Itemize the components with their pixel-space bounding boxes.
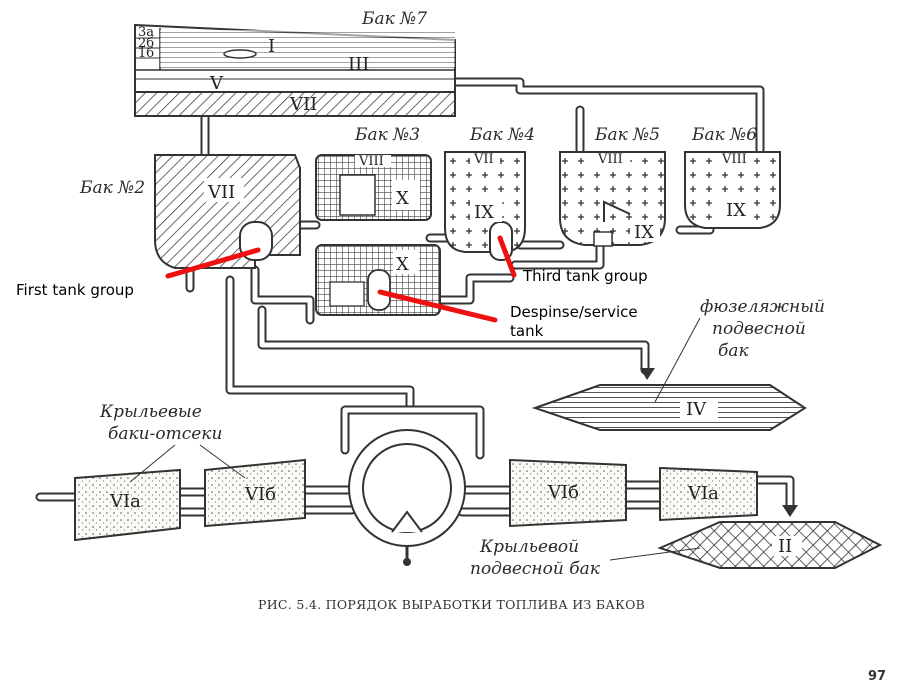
fuselage-tank-label-line3: бак	[718, 341, 750, 361]
fuselage-drop-tank: IV фюзеляжный подвесной бак	[531, 297, 825, 431]
service-tank-marker	[377, 289, 498, 323]
tank-4-label: Бак №4	[469, 125, 535, 145]
fuselage-tank-label-line2: подвесной	[712, 319, 806, 339]
section-1b: 1б	[138, 46, 154, 61]
tank-7: Бак №7 3а 2б 1б I III V VII	[134, 9, 456, 117]
wing-left-zone-VIb: VIб	[244, 484, 276, 505]
tank-7-zone-I: I	[268, 36, 275, 57]
wing-compartments: VIа VIб VIб VIа Крыльевые баки-отсеки	[74, 402, 758, 542]
service-tank-label-line2: tank	[510, 322, 544, 340]
wing-right-zone-VIa: VIа	[687, 483, 719, 504]
fuselage-tank-zone-IV: IV	[686, 399, 707, 420]
wing-drop-tank-zone-II: II	[778, 536, 792, 557]
tank-5: Бак №5 VIII IX	[559, 125, 666, 247]
annotations: First tank group Third tank group Despin…	[16, 235, 648, 340]
tank-4: Бак №4 VII IX	[444, 125, 535, 261]
tank-6-zone-VIII: VIII	[721, 152, 747, 167]
first-group-marker	[165, 247, 261, 279]
tank-5-label: Бак №5	[594, 125, 660, 145]
tank-5-zone-IX: IX	[634, 222, 654, 243]
figure-caption: РИС. 5.4. ПОРЯДОК ВЫРАБОТКИ ТОПЛИВА ИЗ Б…	[258, 597, 645, 612]
tank-7-zone-III: III	[348, 54, 369, 75]
third-group-marker	[497, 235, 517, 278]
tank-5-zone-VIII: VIII	[597, 152, 623, 167]
section-3a: 3а	[138, 25, 154, 40]
wing-drop-tank-label-line1: Крыльевой	[479, 537, 579, 557]
service-tank-label-line1: Despinse/service	[510, 303, 638, 321]
fuselage-tank-label-line1: фюзеляжный	[700, 297, 825, 317]
wing-left-zone-VIa: VIа	[109, 491, 141, 512]
pipe-network	[35, 77, 795, 517]
third-group-label: Third tank group	[522, 267, 648, 285]
tank-7-zone-V: V	[209, 73, 224, 94]
tank-7-zone-VII: VII	[289, 94, 317, 115]
wing-drop-tank-label-line2: подвесной бак	[470, 559, 601, 579]
page-number: 97	[868, 669, 886, 684]
tank-3: Бак №3 VIII X	[315, 125, 432, 221]
tank-2-label: Бак №2	[79, 178, 145, 198]
tank-4-zone-VII: VII	[473, 152, 494, 167]
tank-3-zone-VIII: VIII	[358, 154, 384, 169]
wing-drop-tank: II Крыльевой подвесной бак	[470, 505, 883, 579]
tank-6-zone-IX: IX	[726, 200, 746, 221]
tank-2: Бак №2 VII	[79, 154, 301, 269]
tank-4-zone-IX: IX	[474, 202, 494, 223]
central-ring	[348, 429, 466, 566]
wing-compartments-label-line2: баки-отсеки	[108, 424, 222, 444]
first-group-label: First tank group	[16, 281, 134, 299]
section-2b: 2б	[138, 36, 154, 51]
wing-right-zone-VIb: VIб	[547, 482, 579, 503]
tank-6: Бак №6 VIII IX	[684, 125, 781, 229]
wing-compartments-label-line1: Крыльевые	[99, 402, 202, 422]
tank-2-zone-VII: VII	[207, 182, 235, 203]
tank-7-label: Бак №7	[361, 9, 427, 29]
tank-3-zone-X: X	[396, 188, 409, 209]
tank-3-label: Бак №3	[354, 125, 420, 145]
tank-6-label: Бак №6	[691, 125, 757, 145]
service-tank-zone-X: X	[396, 254, 409, 275]
